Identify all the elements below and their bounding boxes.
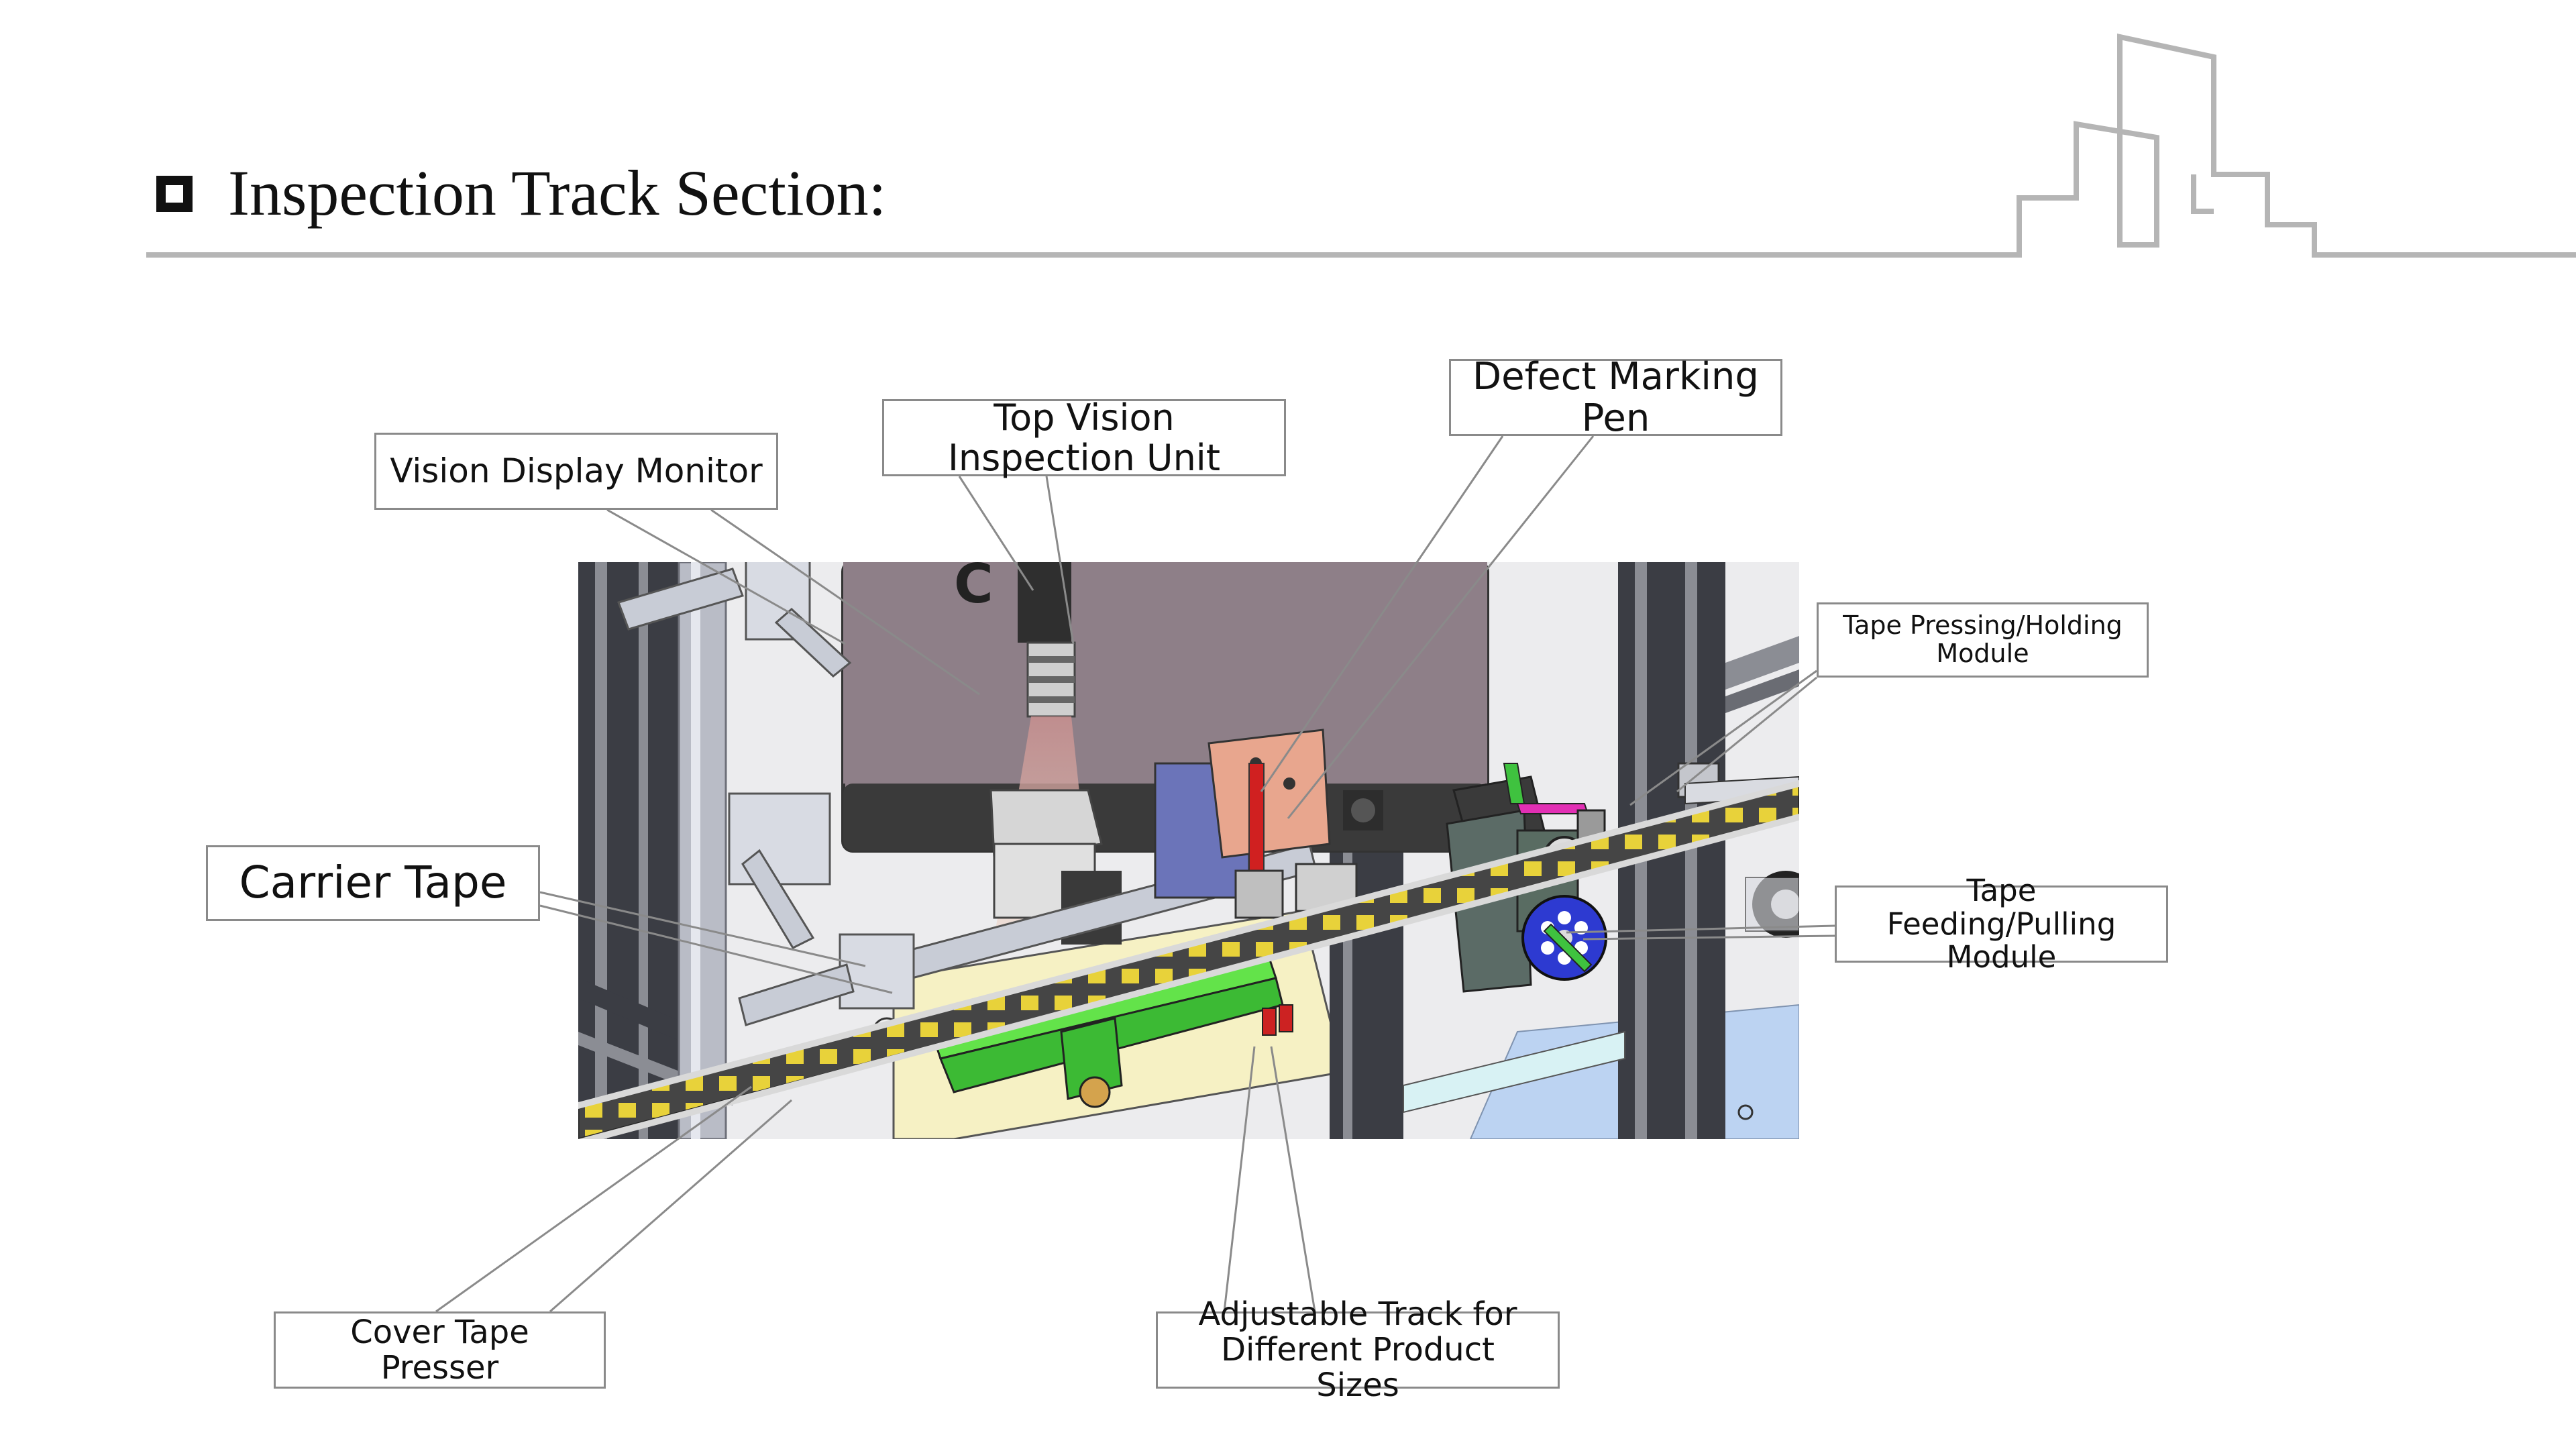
label-vision-display-monitor: Vision Display Monitor bbox=[374, 433, 778, 510]
label-tape-feeding-pulling-module: Tape Feeding/Pulling Module bbox=[1835, 874, 2168, 974]
label-top-vision-inspection-unit: Top Vision Inspection Unit bbox=[882, 398, 1286, 478]
svg-text:C: C bbox=[954, 562, 994, 615]
label-cover-tape-presser: Cover Tape Presser bbox=[274, 1311, 606, 1389]
title-bullet-icon bbox=[156, 176, 193, 212]
label-tape-pressing-holding-module: Tape Pressing/Holding Module bbox=[1817, 602, 2149, 678]
label-adjustable-track: Adjustable Track for Different Product S… bbox=[1156, 1297, 1560, 1403]
label-defect-marking-pen: Defect Marking Pen bbox=[1449, 356, 1782, 439]
inspection-track-illustration: C bbox=[578, 562, 1799, 1139]
label-carrier-tape: Carrier Tape bbox=[206, 845, 540, 921]
page-title: Inspection Track Section: bbox=[228, 157, 887, 229]
